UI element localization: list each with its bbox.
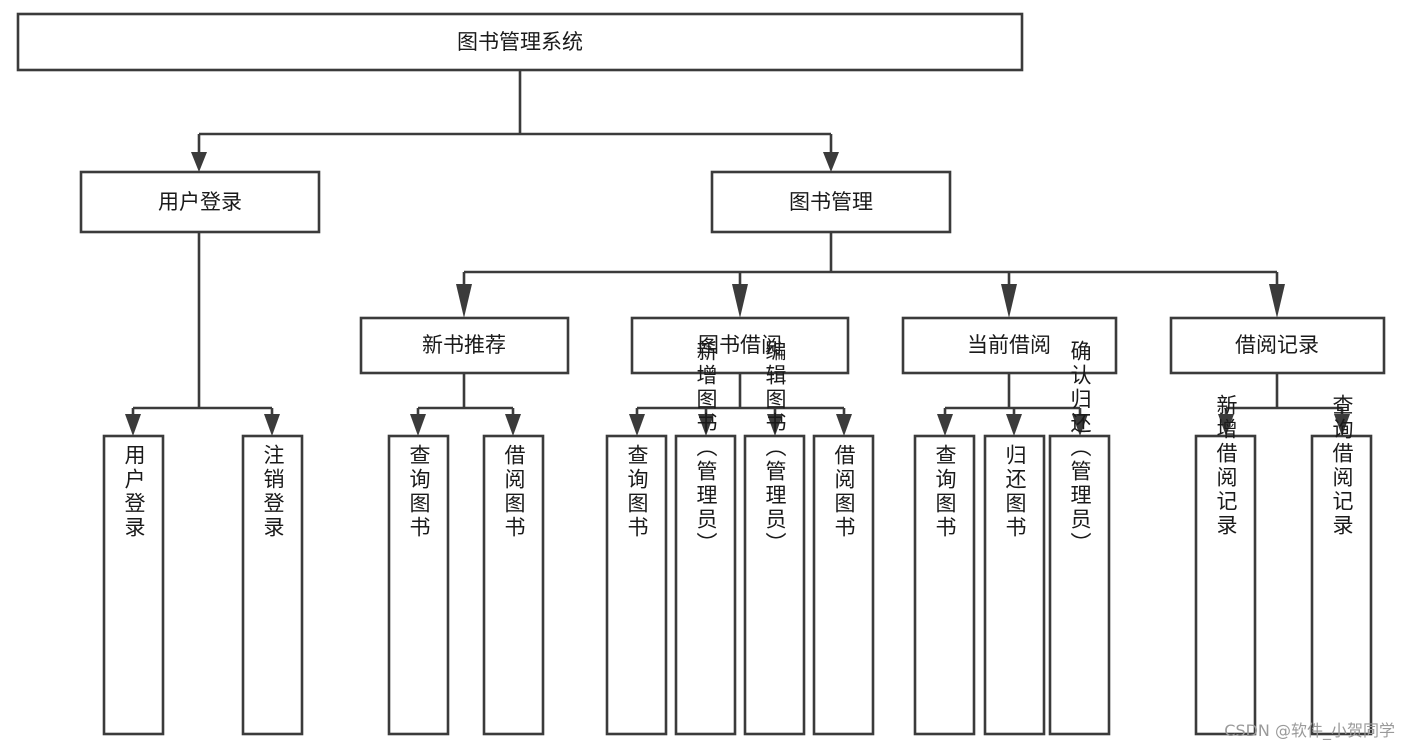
node-root-system-label: 图书管理系统 — [457, 30, 583, 54]
node-user-login-box — [79, 170, 321, 234]
leaf-book-borrow-1[interactable]: 新增图书（管理员） — [674, 340, 737, 736]
leaf-user-login-0-label: 用户登录 — [122, 444, 146, 540]
node-book-management[interactable]: 图书管理 — [710, 170, 952, 234]
leaf-book-borrow-3[interactable]: 借阅图书 — [812, 434, 875, 736]
arrow-dqjy-leaf-2 — [1072, 414, 1088, 436]
leaf-book-borrow-2-box — [743, 434, 806, 736]
node-new-book-recommend[interactable]: 新书推荐 — [359, 316, 570, 375]
leaf-new-book-recommend-1[interactable]: 借阅图书 — [482, 434, 545, 736]
arrow-bm-child-3 — [1269, 284, 1285, 318]
arrow-tsjy-leaf-2 — [767, 414, 783, 436]
node-new-book-recommend-box — [359, 316, 570, 375]
leaf-borrow-record-1-label: 查询借阅记录 — [1330, 394, 1354, 538]
node-user-login[interactable]: 用户登录 — [79, 170, 321, 234]
leaf-book-borrow-1-label: 新增图书（管理员） — [694, 340, 718, 556]
leaf-borrow-record-0[interactable]: 新增借阅记录 — [1194, 394, 1257, 736]
node-current-borrow-label: 当前借阅 — [967, 333, 1051, 357]
node-borrow-record-label: 借阅记录 — [1235, 333, 1319, 357]
node-new-book-recommend-label: 新书推荐 — [422, 333, 506, 357]
node-book-borrow[interactable]: 图书借阅 — [630, 316, 850, 375]
leaf-user-login-1[interactable]: 注销登录 — [241, 434, 304, 736]
leaf-borrow-record-0-box — [1194, 434, 1257, 736]
leaf-current-borrow-2-label: 确认归还（管理员） — [1068, 340, 1092, 556]
node-root-system[interactable]: 图书管理系统 — [16, 12, 1024, 72]
leaf-new-book-recommend-0-box — [387, 434, 450, 736]
node-book-borrow-label: 图书借阅 — [698, 333, 782, 357]
leaf-current-borrow-0-box — [913, 434, 976, 736]
leaf-new-book-recommend-0-label: 查询图书 — [407, 444, 431, 540]
arrow-jyjl-leaf-1 — [1334, 414, 1350, 436]
leaf-book-borrow-2[interactable]: 编辑图书（管理员） — [743, 340, 806, 736]
leaf-book-borrow-0-label: 查询图书 — [625, 444, 649, 540]
arrow-to-user-login — [191, 152, 207, 172]
arrow-jyjl-leaf-0 — [1218, 414, 1234, 436]
leaf-current-borrow-2-box — [1048, 434, 1111, 736]
arrow-bm-child-0 — [456, 284, 472, 318]
leaf-book-borrow-3-label: 借阅图书 — [832, 444, 856, 540]
leaf-current-borrow-1[interactable]: 归还图书 — [983, 434, 1046, 736]
arrow-bm-child-2 — [1001, 284, 1017, 318]
leaf-user-login-0-box — [102, 434, 165, 736]
node-current-borrow-box — [901, 316, 1118, 375]
arrow-ul-leaf-0 — [125, 414, 141, 436]
node-book-borrow-box — [630, 316, 850, 375]
leaf-book-borrow-1-box — [674, 434, 737, 736]
arrow-dqjy-leaf-1 — [1006, 414, 1022, 436]
leaf-book-borrow-3-box — [812, 434, 875, 736]
arrow-nbr-leaf-1 — [505, 414, 521, 436]
arrow-dqjy-leaf-0 — [937, 414, 953, 436]
node-borrow-record-box — [1169, 316, 1386, 375]
leaf-borrow-record-1[interactable]: 查询借阅记录 — [1310, 394, 1373, 736]
arrow-tsjy-leaf-1 — [698, 414, 714, 436]
arrow-tsjy-leaf-0 — [629, 414, 645, 436]
node-borrow-record[interactable]: 借阅记录 — [1169, 316, 1386, 375]
leaf-current-borrow-1-label: 归还图书 — [1003, 444, 1027, 540]
arrow-tsjy-leaf-3 — [836, 414, 852, 436]
arrow-ul-leaf-1 — [264, 414, 280, 436]
leaf-borrow-record-1-box — [1310, 434, 1373, 736]
leaf-borrow-record-0-label: 新增借阅记录 — [1214, 394, 1238, 538]
leaf-current-borrow-1-box — [983, 434, 1046, 736]
leaf-new-book-recommend-1-box — [482, 434, 545, 736]
leaf-user-login-0[interactable]: 用户登录 — [102, 434, 165, 736]
leaf-user-login-1-label: 注销登录 — [261, 444, 285, 540]
connector-layer — [125, 70, 1350, 436]
leaf-current-borrow-0[interactable]: 查询图书 — [913, 434, 976, 736]
leaf-book-borrow-0-box — [605, 434, 668, 736]
leaf-new-book-recommend-0[interactable]: 查询图书 — [387, 434, 450, 736]
arrow-nbr-leaf-0 — [410, 414, 426, 436]
node-book-management-box — [710, 170, 952, 234]
leaf-book-borrow-0[interactable]: 查询图书 — [605, 434, 668, 736]
arrow-to-book-mgmt — [823, 152, 839, 172]
node-current-borrow[interactable]: 当前借阅 — [901, 316, 1118, 375]
leaf-current-borrow-0-label: 查询图书 — [933, 444, 957, 540]
leaf-current-borrow-2[interactable]: 确认归还（管理员） — [1048, 340, 1111, 736]
leaf-book-borrow-2-label: 编辑图书（管理员） — [763, 340, 787, 556]
node-book-management-label: 图书管理 — [789, 190, 873, 214]
leaf-new-book-recommend-1-label: 借阅图书 — [502, 444, 526, 540]
leaf-user-login-1-box — [241, 434, 304, 736]
arrow-bm-child-1 — [732, 284, 748, 318]
node-root-system-box — [16, 12, 1024, 72]
node-user-login-label: 用户登录 — [158, 190, 242, 214]
